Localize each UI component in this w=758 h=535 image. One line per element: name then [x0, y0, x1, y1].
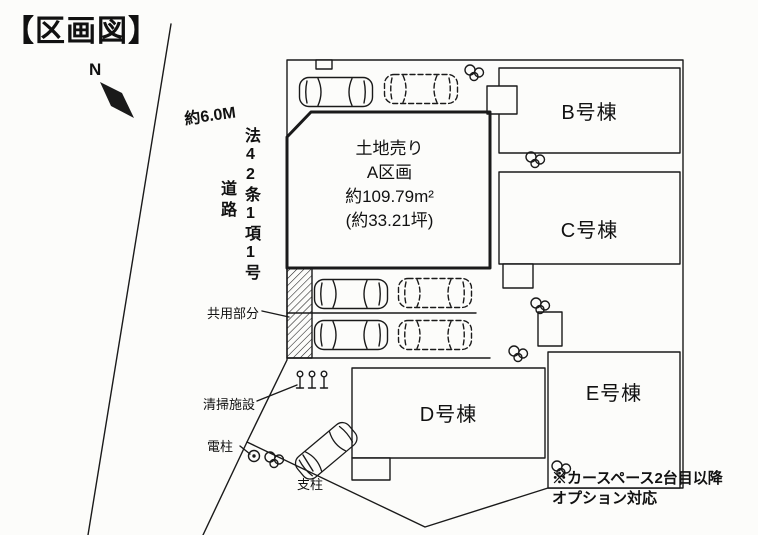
parcel-a-area-tsubo-label: (約33.21坪) — [345, 211, 434, 230]
support-leader-line — [302, 454, 314, 472]
building-b-rect — [498, 67, 681, 154]
building-b-label: B号棟 — [561, 102, 618, 124]
parcel-a-area-m2-label: 約109.79m² — [345, 187, 434, 206]
building-d-label: D号棟 — [419, 404, 478, 426]
utility-pole-icon — [247, 449, 261, 463]
utility-box-rect — [315, 59, 333, 70]
road-name-label: 道路 — [218, 180, 235, 222]
building-d-step-rect — [351, 457, 391, 481]
parcel-a-name-label: A区画 — [366, 163, 413, 182]
shrub-icon — [530, 297, 551, 315]
car-icon — [298, 76, 374, 108]
car-outline-icon — [397, 319, 473, 351]
shrub-icon — [464, 64, 485, 82]
common-area-label: 共用部分 — [207, 306, 260, 321]
road-corner-line — [202, 441, 248, 535]
building-e-label: E号棟 — [585, 383, 643, 405]
building-e-annex-rect — [537, 311, 563, 347]
building-b-porch-rect — [486, 85, 518, 115]
shrub-icon — [508, 345, 529, 363]
car-outline-icon — [397, 277, 473, 309]
utility-pole-label: 電柱 — [207, 439, 234, 454]
road-law-label: 法42条1項1号 — [242, 127, 259, 283]
parcel-a-outline — [285, 110, 492, 270]
cleaning-facility-icon — [319, 370, 329, 389]
common-area-leader-line — [261, 310, 290, 318]
building-c-label: C号棟 — [560, 220, 619, 242]
building-c-annex-rect — [502, 263, 534, 289]
footnote-line2: オプション対応 — [552, 490, 658, 507]
building-d-rect — [351, 367, 546, 459]
cleaning-facility-label: 清掃施設 — [203, 397, 256, 412]
car-icon — [313, 278, 389, 310]
car-icon — [313, 319, 389, 351]
page-title: 【区画図】 — [4, 15, 159, 48]
cleaning-leader-line — [256, 384, 298, 402]
pole-leader-line — [239, 445, 251, 455]
cleaning-facility-icon — [307, 370, 317, 389]
building-c-rect — [498, 171, 681, 265]
support-pole-label: 支柱 — [297, 477, 324, 492]
compass-north-label: N — [89, 60, 102, 79]
parcel-outline — [246, 59, 684, 528]
cleaning-facility-icon — [295, 370, 305, 389]
car-outline-icon — [383, 73, 459, 105]
parcel-a-text: 土地売り A区画 約109.79m² (約33.21坪) — [289, 137, 490, 233]
common-area-hatch — [286, 267, 313, 359]
parcel-a-sale-label: 土地売り — [355, 139, 424, 158]
shrub-icon — [264, 451, 285, 469]
shrub-icon — [525, 151, 546, 169]
footnote-line1: ※カースペース2台目以降 — [552, 470, 723, 487]
compass-needle-icon — [100, 82, 134, 118]
road-edge-line — [87, 23, 172, 535]
